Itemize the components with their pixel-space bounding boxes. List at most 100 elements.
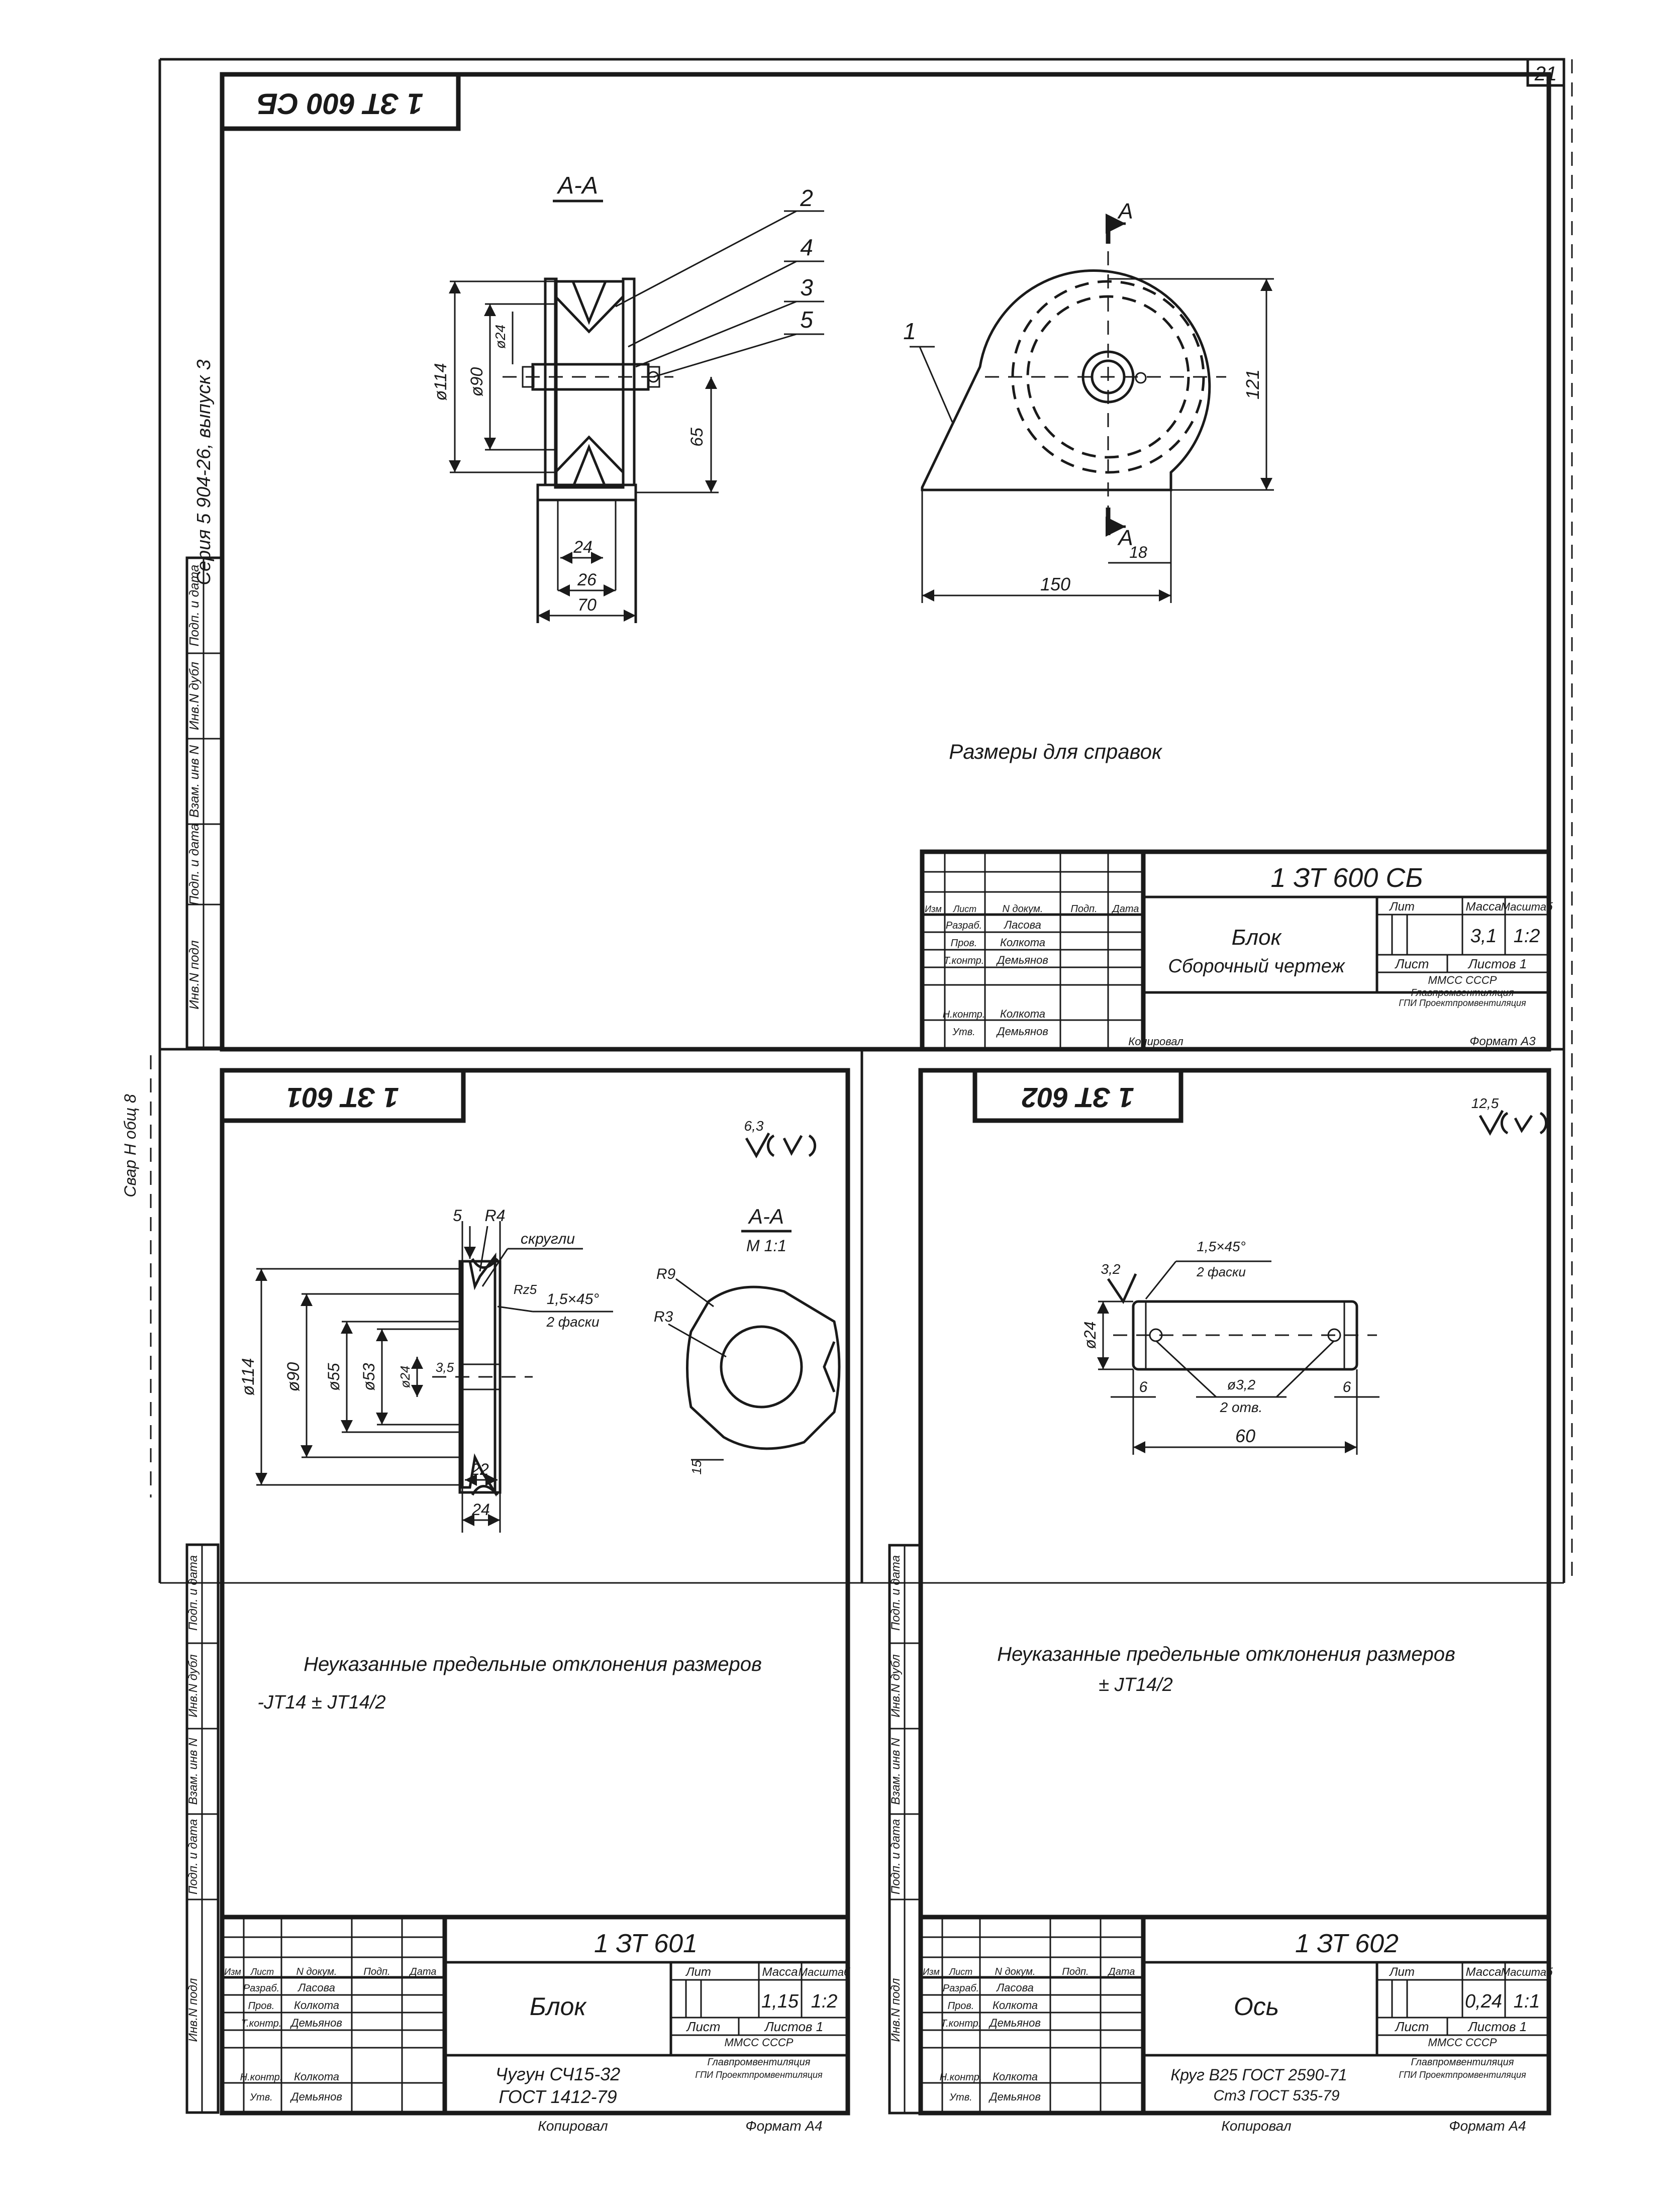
callout-4: 4 [800, 234, 813, 260]
dim-601-10: R9 [656, 1266, 676, 1282]
tb-601-hdr-lit: Лит [685, 1965, 711, 1979]
tb-602-org1: ММСС СССР [1428, 2036, 1497, 2049]
tb-601-name-3: Колкота [294, 2070, 339, 2083]
tb-601-org2: Главпромвентиляция [708, 2057, 811, 2068]
tb-601-rev-2: N докум. [297, 1966, 337, 1977]
strip-label-br-4: Подп. и дата [889, 1819, 903, 1894]
tb-sb-format: Формат А3 [1469, 1035, 1536, 1048]
dim-sb-1: ø90 [467, 367, 486, 397]
tb-602-role-1: Пров. [948, 2000, 974, 2012]
tb-602-org3: ГПИ Проектпромвентиляция [1399, 2070, 1526, 2080]
callout-2: 2 [800, 185, 813, 211]
tb-602-sheets: Листов 1 [1467, 2019, 1527, 2034]
corner-code-sb: 1 ЗТ 600 СБ [257, 87, 424, 120]
tb-sb-hdr-lit: Лит [1389, 900, 1415, 914]
tb-sb-rev-2: N докум. [1003, 904, 1043, 915]
tb-sb-rev-1: Лист [953, 904, 976, 914]
part-602-axle [1113, 1300, 1377, 1371]
format-602: Формат А4 [1449, 2118, 1526, 2134]
dim-601-4: ø55 [325, 1363, 343, 1390]
dim-sb-2: ø24 [492, 325, 508, 349]
tb-602-role-2: Т.контр. [941, 2018, 981, 2029]
tb-sb-role-2: Т.контр. [944, 955, 984, 966]
tb-602-mat1: Круг В25 ГОСТ 2590-71 [1170, 2066, 1347, 2084]
dim-601-3: ø90 [284, 1362, 303, 1392]
tb-sb-code: 1 ЗТ 600 СБ [1271, 863, 1423, 893]
roughness-602: 12,5 [1471, 1095, 1499, 1111]
tb-602-name-1: Колкота [993, 1999, 1038, 2012]
tb-601-scale: 1:2 [811, 1991, 838, 2012]
strip-label-bl-5: Инв.N подл [186, 1978, 200, 2042]
left-strip-top: Подп. и дата Инв.N дубл Взам. инв N Подп… [185, 556, 224, 1049]
strip-label-2: Инв.N дубл [186, 662, 202, 730]
strip-label-br-3: Взам. инв N [889, 1738, 903, 1805]
sheet-part-602: 1 ЗТ 602 12,5 ø24 60 6 6 [918, 1068, 1553, 2134]
note-sb: Размеры для справок [949, 740, 1163, 763]
tb-601-name1: Блок [530, 1992, 587, 2021]
part-601-dimensions: ø114 ø90 ø55 ø53 ø24 3,5 22 24 5 R [239, 1207, 613, 1526]
callout-5: 5 [800, 307, 813, 333]
tb-sb-org3: ГПИ Проектпромвентиляция [1399, 998, 1526, 1008]
part-601-section-aa: А-А М 1:1 R9 R3 15 [654, 1205, 841, 1474]
assembly-callouts: 2 4 3 5 [615, 185, 824, 378]
tb-602-role-4: Утв. [949, 2092, 972, 2103]
tb-602-name-0: Ласова [996, 1981, 1034, 1994]
strip-label-bl-3: Взам. инв N [186, 1738, 200, 1805]
tb-sb-role-4: Утв. [952, 1027, 975, 1038]
tb-601-org3: ГПИ Проектпромвентиляция [695, 2070, 823, 2080]
tb-sb-org1: ММСС СССР [1428, 974, 1497, 986]
tb-602-mass: 0,24 [1465, 1991, 1502, 2012]
title-block-601: 1 ЗТ 601 Блок Чугун СЧ15-32 ГОСТ 1412-79… [220, 1915, 851, 2116]
tb-sb-rev-3: Подп. [1070, 904, 1097, 915]
stamp-note: Свар Н общ 8 [121, 1094, 139, 1197]
dim-601-8: 22 [470, 1460, 489, 1478]
strip-label-5: Инв.N подл [186, 940, 202, 1010]
strip-label-3: Взам. инв N [186, 745, 202, 818]
dim-601-5: ø53 [360, 1363, 378, 1390]
copied-602: Копировал [1221, 2118, 1291, 2134]
section-scale-601: М 1:1 [746, 1237, 786, 1255]
dim-sb-8: 150 [1040, 574, 1070, 594]
title-block-sb: 1 ЗТ 600 СБ Блок Сборочный чертеж Лит Ма… [920, 849, 1553, 1052]
dim-sb-7: 121 [1242, 369, 1263, 399]
anno-601-3: Rz5 [514, 1282, 537, 1297]
corner-code-601: 1 ЗТ 601 [286, 1082, 399, 1114]
tb-602-code: 1 ЗТ 602 [1295, 1929, 1399, 1958]
tb-602-hdr-scale: Масштаб [1501, 1966, 1553, 1978]
tb-sb-rev-0: Изм [925, 904, 941, 914]
strip-label-bl-2: Инв.N дубл [186, 1654, 200, 1718]
dim-sb-9: 18 [1129, 543, 1147, 561]
dim-sb-6: 70 [577, 595, 597, 615]
tb-601-name-0: Ласова [297, 1981, 335, 1994]
tb-sb-name1: Блок [1232, 925, 1282, 950]
tb-sb-mass: 3,1 [1470, 926, 1497, 947]
tb-601-name-4: Демьянов [289, 2090, 342, 2103]
part-601-section [432, 1221, 533, 1533]
dim-601-7: 3,5 [436, 1360, 454, 1375]
roughness-601: 6,3 [744, 1118, 764, 1134]
dim-601-1: R4 [485, 1207, 506, 1225]
anno-601-1: 1,5×45° [547, 1291, 600, 1308]
series-label: Серия 5 904-26, выпуск 3 [193, 359, 215, 585]
sheet-assembly: 1 ЗТ 600 СБ А-А [220, 72, 1553, 1052]
part-602-dimensions: ø24 60 6 6 ø3,2 2 отв. 1,5×45° 2 фаски 3… [1081, 1239, 1379, 1455]
tb-602-role-3: Н.контр. [940, 2072, 982, 2083]
strip-label-br-5: Инв.N подл [889, 1978, 903, 2042]
tb-sb-hdr-scale: Масштаб [1501, 900, 1553, 913]
tb-601-org1: ММСС СССР [725, 2036, 794, 2049]
tb-601-rev-3: Подп. [363, 1966, 390, 1977]
tb-601-mass: 1,15 [761, 1991, 799, 2012]
tb-602-rev-3: Подп. [1062, 1966, 1089, 1977]
assembly-section-dimensions: ø114 ø90 ø24 65 24 26 70 [431, 280, 719, 622]
tb-sb-scale: 1:2 [1514, 926, 1540, 947]
strip-label-br-2: Инв.N дубл [889, 1654, 903, 1718]
tb-sb-name2: Сборочный чертеж [1168, 956, 1345, 977]
title-block-602: 1 ЗТ 602 Ось Круг В25 ГОСТ 2590-71 Ст3 Г… [918, 1915, 1553, 2116]
dim-602-3: ø24 [1081, 1321, 1099, 1349]
copied-601: Копировал [538, 2118, 608, 2134]
outer-frame [150, 58, 1573, 1584]
dim-602-7: 6 [1343, 1379, 1351, 1395]
tb-sb-role-3: Н.контр. [943, 1009, 985, 1020]
tb-601-role-1: Пров. [248, 2000, 275, 2012]
